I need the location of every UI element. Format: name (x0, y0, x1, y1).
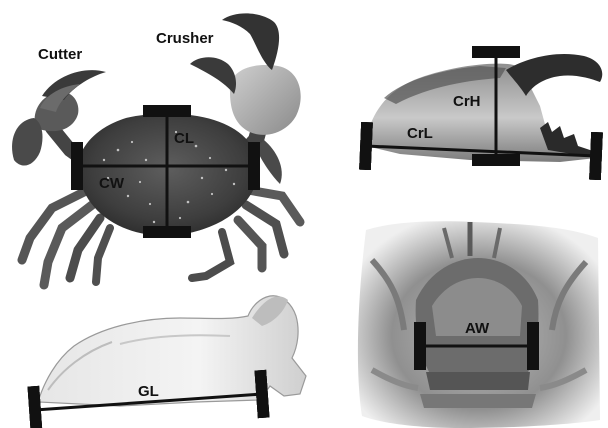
aw-label: AW (465, 320, 490, 337)
crusher-label: Crusher (156, 30, 214, 47)
cutter-label: Cutter (38, 46, 82, 63)
crl-label: CrL (407, 125, 433, 142)
cw-label: CW (99, 175, 125, 192)
gl-label: GL (138, 383, 159, 400)
gonopod-photo (38, 296, 306, 406)
claw-side-photo (366, 54, 602, 162)
crh-label: CrH (453, 93, 481, 110)
cl-label: CL (174, 130, 194, 147)
